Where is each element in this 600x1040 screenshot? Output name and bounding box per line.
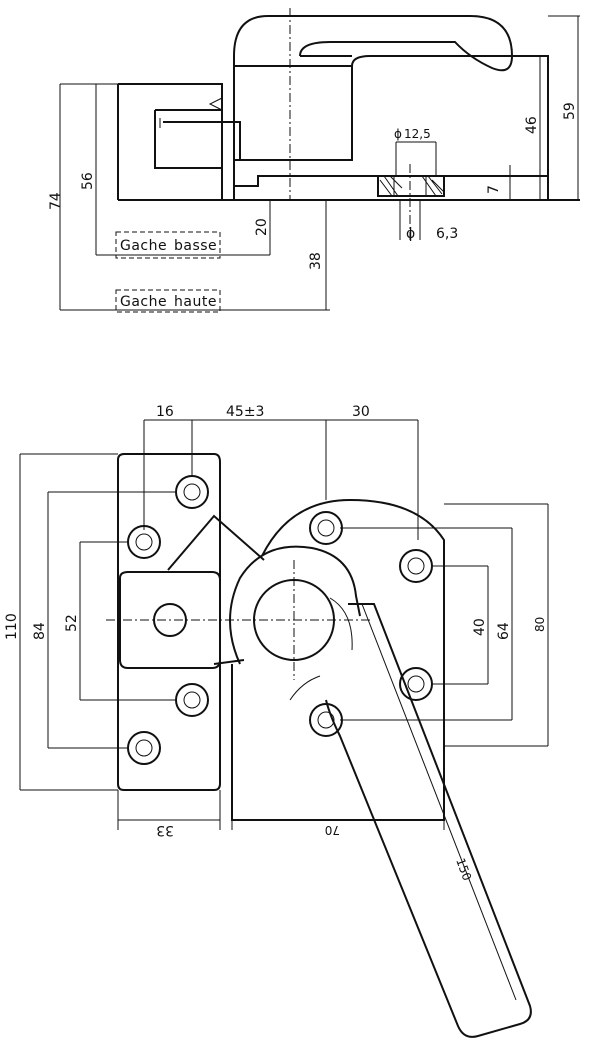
- hub-outline: [229, 545, 361, 665]
- dim-45: 45±3: [226, 404, 264, 420]
- dim-phi-6-3-symbol: ϕ: [406, 226, 415, 242]
- plan-view: 16 45±3 30 110 84 52 40 64 80 33 70 150: [4, 404, 549, 1038]
- dim-30: 30: [352, 404, 370, 420]
- dim-12-5: 12,5: [404, 127, 431, 141]
- dim-16: 16: [156, 404, 174, 420]
- gache-haute-word2: haute: [174, 294, 217, 310]
- dim-64: 64: [496, 622, 512, 640]
- dim-110: 110: [4, 613, 20, 640]
- hinge-screw-holes: [309, 511, 433, 737]
- hub-arc: [289, 597, 353, 701]
- dim-6-3: 6,3: [436, 226, 458, 242]
- hinge-body-outline: [221, 15, 580, 201]
- dim-33: 33: [156, 822, 174, 838]
- dim-52: 52: [64, 614, 80, 632]
- dim-150: 150: [453, 856, 474, 882]
- plan-strike-plate: [117, 453, 221, 791]
- dim-7: 7: [486, 185, 502, 194]
- dim-84: 84: [32, 622, 48, 640]
- strike-detail: [159, 97, 223, 128]
- dim-74: 74: [48, 192, 64, 210]
- lever-inner: [361, 603, 517, 1001]
- dim-38: 38: [308, 252, 324, 270]
- hinge-neck: [167, 514, 265, 665]
- gache-basse-word2: basse: [174, 238, 217, 254]
- strike-plate: [117, 83, 223, 201]
- inner-slot: [234, 66, 548, 187]
- dim-46: 46: [524, 116, 540, 134]
- plan-dim-lines: [19, 419, 549, 830]
- hinge-plate: [231, 498, 445, 821]
- dim-56: 56: [80, 172, 96, 190]
- gache-basse-box: [115, 231, 221, 259]
- dim-40: 40: [472, 618, 488, 636]
- strike-latch: [154, 109, 241, 169]
- side-view: 74 56 20 38 46 59 7 ϕ 12,5 ϕ 6,3 Gache b…: [48, 8, 580, 313]
- side-dim-lines: [59, 15, 580, 311]
- dim-80: 80: [533, 617, 547, 632]
- gache-basse-word1: Gache: [120, 238, 167, 254]
- lever-arm: [325, 603, 532, 1038]
- upper-arm: [234, 55, 549, 200]
- dim-20: 20: [254, 218, 270, 236]
- dim-70: 70: [325, 823, 340, 837]
- plan-strike-latch: [119, 571, 221, 669]
- dim-59: 59: [562, 102, 578, 120]
- dim-phi-12-5-symbol: ϕ: [394, 127, 402, 141]
- gache-haute-word1: Gache: [120, 294, 167, 310]
- hole-section: [377, 175, 445, 197]
